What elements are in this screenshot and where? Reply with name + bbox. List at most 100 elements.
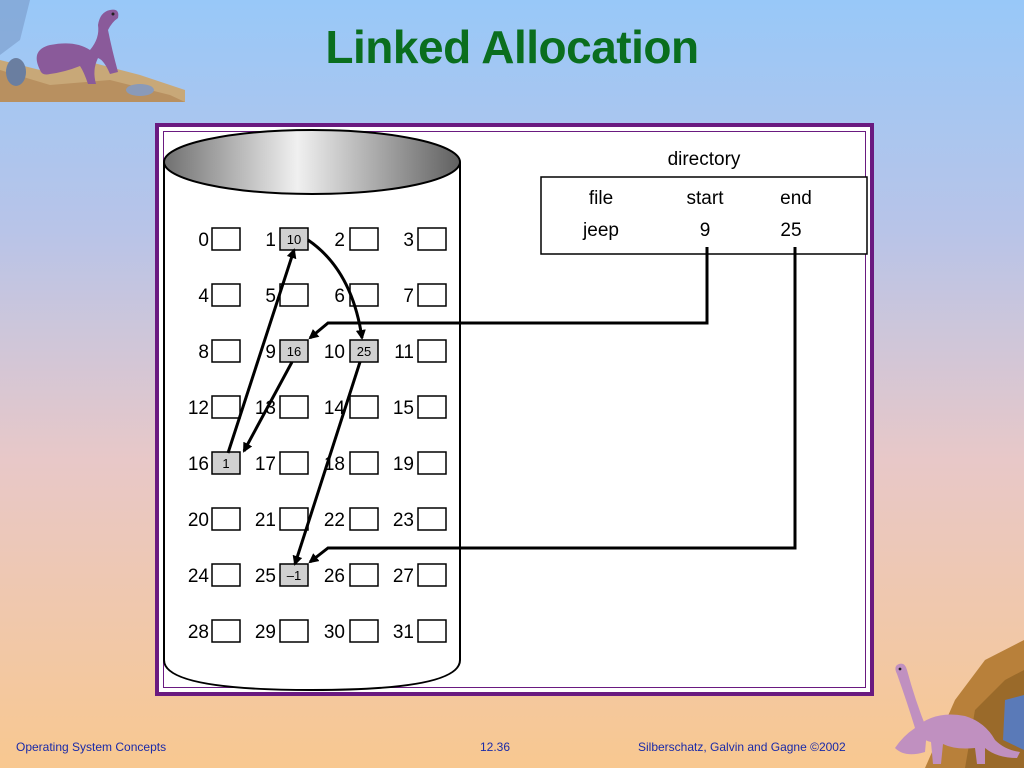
directory-table-box (540, 176, 868, 255)
disk-block-free-box (417, 339, 447, 363)
directory-header-end: end (780, 188, 812, 209)
disk-block-number: 29 (255, 622, 276, 643)
disk-block: 16 1 (188, 451, 241, 475)
disk-block-number: 4 (198, 286, 209, 307)
disk-block-number: 25 (255, 566, 276, 587)
disk-block: 7 (403, 283, 447, 307)
disk-block-number: 7 (403, 286, 414, 307)
disk-block: 10 25 (324, 339, 379, 363)
disk-block: 3 (403, 227, 447, 251)
disk-block-number: 16 (188, 454, 209, 475)
disk-block-number: 26 (324, 566, 345, 587)
directory-pointers (308, 247, 797, 564)
disk-block-number: 0 (198, 230, 209, 251)
disk-block-free-box (211, 563, 241, 587)
disk-block-free-box (417, 395, 447, 419)
disk-block-free-box (211, 339, 241, 363)
disk-block-number: 3 (403, 230, 414, 251)
disk-block-number: 9 (265, 342, 276, 363)
disk-block-free-box (211, 283, 241, 307)
end-pointer-line (308, 247, 797, 564)
disk-block-free-box (211, 619, 241, 643)
arrow-10-to-25 (292, 361, 362, 566)
arrow-1-to-10 (307, 238, 366, 340)
disk-block: 31 (393, 619, 447, 643)
disk-block-free-box (211, 507, 241, 531)
directory-row-file: jeep (582, 220, 619, 241)
disk-block-free-box (417, 563, 447, 587)
disk-block: 0 (198, 227, 241, 251)
disk-block-number: 12 (188, 398, 209, 419)
disk-block-number: 1 (265, 230, 276, 251)
disk-block-free-box (417, 451, 447, 475)
disk-block-free-box (279, 619, 309, 643)
disk-block: 4 (198, 283, 241, 307)
disk-block-number: 24 (188, 566, 210, 587)
directory-table: directory file start end jeep 9 25 (540, 149, 868, 255)
disk-block-number: 11 (394, 342, 414, 363)
disk-block-free-box (279, 283, 309, 307)
disk-block: 11 (394, 339, 447, 363)
disk-block: 26 (324, 563, 379, 587)
disk-block-free-box (417, 619, 447, 643)
slide-title: Linked Allocation (325, 21, 699, 73)
disk-block: 25–1 (255, 563, 309, 587)
footer-course-title: Operating System Concepts (16, 740, 167, 754)
disk-block-number: 30 (324, 622, 345, 643)
disk-block-number: 5 (265, 286, 276, 307)
disk-block: 15 (393, 395, 447, 419)
disk-block-free-box (279, 507, 309, 531)
disk-block-number: 20 (188, 510, 209, 531)
disk-block-number: 23 (393, 510, 414, 531)
arrow-16-to-1 (226, 248, 297, 454)
directory-label: directory (668, 149, 741, 170)
disk-block: 30 (324, 619, 379, 643)
disk-block-free-box (417, 507, 447, 531)
disk-block: 23 (393, 507, 447, 531)
disk-block-number: 10 (324, 342, 345, 363)
disk-block-free-box (417, 283, 447, 307)
disk-block-pointer-value: 1 (222, 456, 229, 471)
disk-block-free-box (279, 395, 309, 419)
arrow-9-to-16 (242, 361, 294, 453)
disk-block-number: 22 (324, 510, 345, 531)
disk-block-used-box (211, 451, 241, 475)
disk-block: 5 (265, 283, 309, 307)
directory-header-file: file (589, 188, 613, 209)
disk-block: 6 (334, 283, 379, 307)
disk-block-used-box (349, 339, 379, 363)
disk-block: 13 (255, 395, 309, 419)
disk-block-free-box (349, 227, 379, 251)
directory-row-start: 9 (700, 220, 711, 241)
disk-block-number: 31 (393, 622, 414, 643)
disk-block-number: 15 (393, 398, 414, 419)
disk-block: 27 (393, 563, 447, 587)
disk-block: 9 16 (265, 339, 309, 363)
disk-block-number: 6 (334, 286, 345, 307)
disk-block: 12 (188, 395, 241, 419)
dinosaur-top-left-image (0, 0, 185, 102)
disk-block: 17 (255, 451, 309, 475)
footer-authors-copyright: Silberschatz, Galvin and Gagne ©2002 (638, 740, 846, 754)
disk-block: 28 (188, 619, 241, 643)
disk-block: 20 (188, 507, 241, 531)
disk-block-pointer-value: 10 (287, 232, 301, 247)
block-chain-arrows (226, 238, 366, 566)
disk-block-number: 8 (198, 342, 209, 363)
disk-block: 29 (255, 619, 309, 643)
start-pointer-line (308, 247, 709, 340)
disk-block-free-box (279, 451, 309, 475)
disk-block: 19 (393, 451, 447, 475)
disk-block-number: 14 (324, 398, 346, 419)
disk-block-free-box (349, 619, 379, 643)
disk-block-number: 21 (255, 510, 276, 531)
disk-block: 8 (198, 339, 241, 363)
disk-block-pointer-value: 16 (287, 344, 301, 359)
disk-block-pointer-value: 25 (357, 344, 371, 359)
footer-slide-number: 12.36 (480, 740, 511, 754)
disk-block-free-box (211, 395, 241, 419)
disk-block-number: 19 (393, 454, 414, 475)
disk-block-free-box (211, 227, 241, 251)
disk-block-free-box (349, 563, 379, 587)
